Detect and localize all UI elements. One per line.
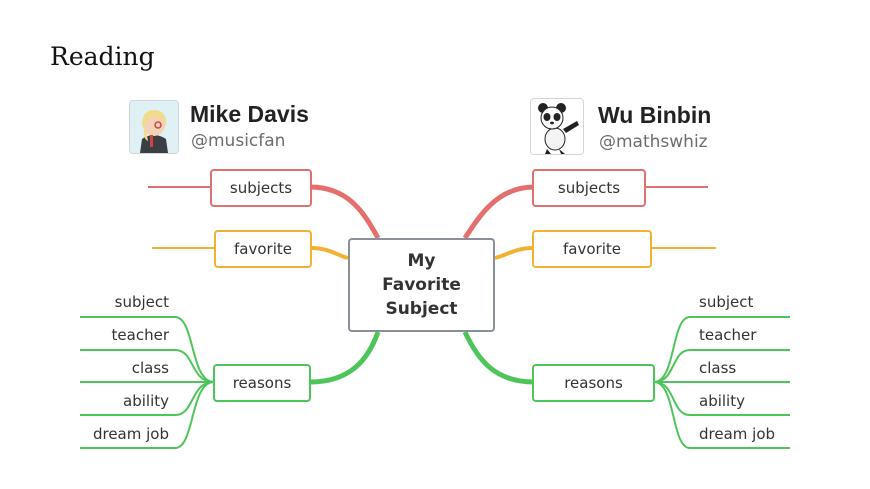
right-subjects-branch xyxy=(462,184,535,240)
right-leaf-teacher: teacher xyxy=(699,326,757,344)
wu-avatar xyxy=(530,98,584,155)
right-subjects-node: subjects xyxy=(532,169,646,207)
left-leaf-ability: ability xyxy=(123,392,169,410)
right-favorite-branch xyxy=(494,246,534,260)
left-leaf-subject: subject xyxy=(114,293,169,311)
left-reasons-branch xyxy=(309,331,381,385)
left-user-handle: @musicfan xyxy=(191,131,286,151)
right-leaf-subject: subject xyxy=(699,293,754,311)
right-reason-leaf-lines xyxy=(653,316,790,449)
right-reasons-branch xyxy=(462,330,535,385)
right-user-handle: @mathswhiz xyxy=(599,132,708,152)
left-favorite-branch xyxy=(310,246,349,260)
left-reasons-node: reasons xyxy=(213,364,311,402)
right-user-name: Wu Binbin xyxy=(598,102,712,128)
central-topic-line-1: My xyxy=(407,251,436,271)
left-reason-leaf-lines xyxy=(80,316,215,449)
right-reasons-node: reasons xyxy=(532,364,655,402)
left-subjects-branch xyxy=(309,184,381,240)
left-user-name: Mike Davis xyxy=(190,101,309,127)
left-favorite-node: favorite xyxy=(214,230,312,268)
central-topic-line-3: Subject xyxy=(385,299,458,319)
right-leaf-dream-job: dream job xyxy=(699,425,776,443)
right-leaf-class: class xyxy=(699,359,737,377)
central-topic: My Favorite Subject xyxy=(348,238,495,332)
panda-avatar-icon xyxy=(531,99,583,154)
section-heading: Reading xyxy=(50,42,155,71)
left-subjects-node: subjects xyxy=(210,169,312,207)
mike-avatar xyxy=(129,100,179,154)
right-leaf-ability: ability xyxy=(699,392,745,410)
musician-avatar-icon xyxy=(130,101,178,153)
right-favorite-node: favorite xyxy=(532,230,652,268)
left-leaf-class: class xyxy=(131,359,169,377)
left-leaf-teacher: teacher xyxy=(111,326,169,344)
left-leaf-dream-job: dream job xyxy=(92,425,169,443)
central-topic-line-2: Favorite xyxy=(382,275,461,295)
